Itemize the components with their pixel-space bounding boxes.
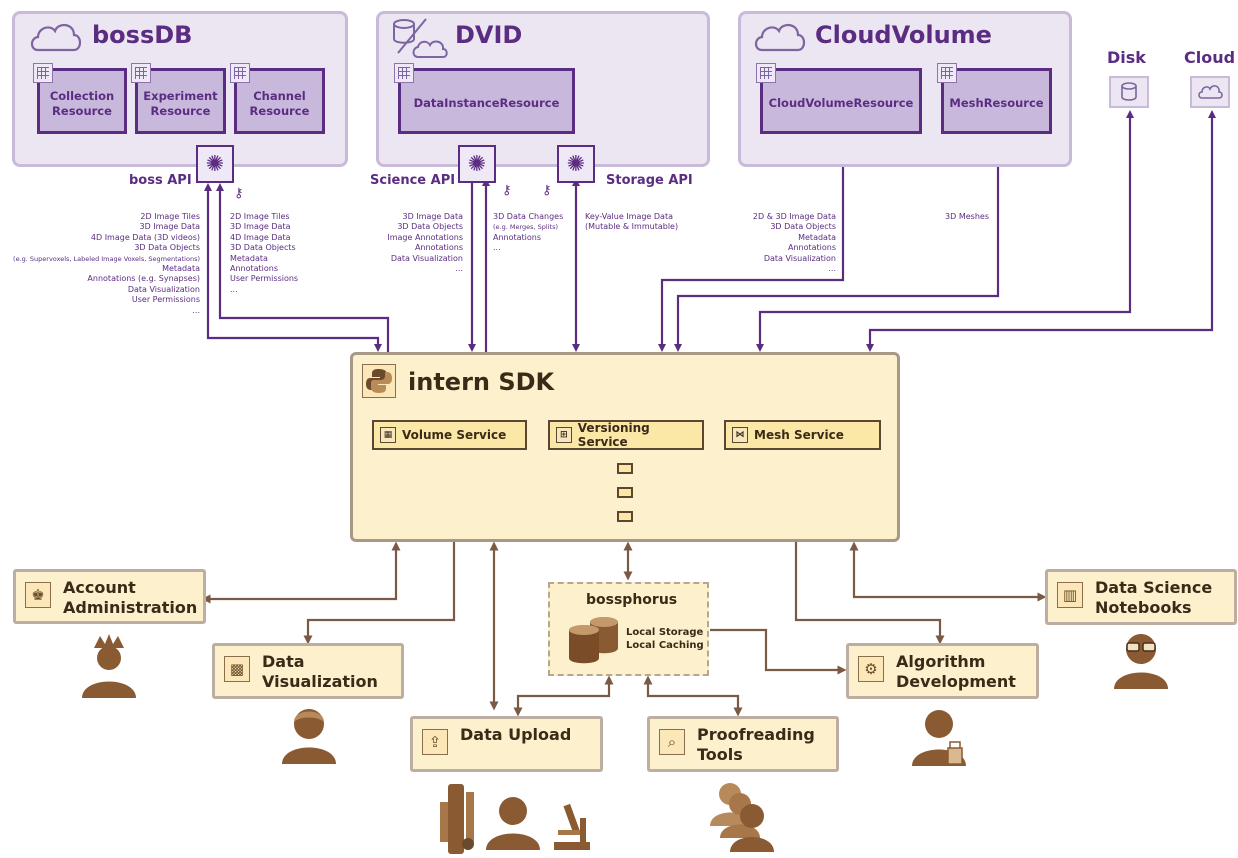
- bossphorus-local-storage: Local Storage: [626, 627, 704, 638]
- database-icon: [1121, 82, 1137, 101]
- mesh-service[interactable]: ⋈ Mesh Service: [724, 420, 881, 450]
- notebooks-line2: Notebooks: [1095, 598, 1192, 617]
- bossphorus-local-caching: Local Caching: [626, 640, 704, 651]
- grid-icon: [33, 63, 53, 83]
- more-services-marker: [617, 511, 633, 522]
- disk-box[interactable]: [1109, 76, 1149, 108]
- mosaic-icon: ▩: [224, 656, 250, 682]
- algorithm-line1: Algorithm: [896, 652, 986, 671]
- grid-icon: [756, 63, 776, 83]
- cloudvolume-title: CloudVolume: [815, 21, 992, 49]
- account-line2: Administration: [63, 598, 198, 617]
- storage-api-hub-icon[interactable]: ✺: [557, 145, 595, 183]
- dvid-title: DVID: [455, 21, 523, 49]
- cloud-icon: [30, 24, 82, 52]
- upload-line1: Data Upload: [460, 725, 572, 744]
- data-upload-box[interactable]: ⇪ Data Upload: [410, 716, 603, 772]
- cloud-icon: [754, 24, 806, 52]
- versioning-service[interactable]: ⊞ Versioning Service: [548, 420, 704, 450]
- mesh-service-label: Mesh Service: [754, 428, 844, 442]
- experiment-resource-line2: Resource: [150, 104, 211, 118]
- dataviz-line2: Visualization: [262, 672, 378, 691]
- versioning-service-label: Versioning Service: [577, 421, 650, 449]
- cloudvolume-resource-label: CloudVolumeResource: [768, 95, 914, 110]
- mesh-resource[interactable]: MeshResource: [941, 68, 1052, 134]
- cloudvolume-resource[interactable]: CloudVolumeResource: [760, 68, 922, 134]
- database-stack-icon: [569, 617, 618, 664]
- microscopy-equipment-icon: [438, 778, 478, 854]
- channel-resource-line1: Channel: [253, 89, 306, 103]
- mesh-icon: ⋈: [732, 427, 748, 443]
- data-instance-resource[interactable]: DataInstanceResource: [398, 68, 575, 134]
- admin-icon: ♚: [25, 582, 51, 608]
- boss-api-hub-icon[interactable]: ✺: [196, 145, 234, 183]
- dvid-changes-list: 3D Data Changes(e.g. Merges, Splits) Ann…: [493, 212, 564, 253]
- account-line1: Account: [63, 578, 136, 597]
- more-services-marker: [617, 487, 633, 498]
- admin-person-icon: [80, 632, 138, 698]
- volume-service-label: Volume Service: [402, 428, 507, 442]
- upload-icon: ⇪: [422, 729, 448, 755]
- algorithm-line2: Development: [896, 672, 1016, 691]
- experiment-resource-line1: Experiment: [143, 89, 218, 103]
- proofreading-group-icon: [706, 780, 780, 852]
- mesh-resource-label: MeshResource: [949, 95, 1044, 110]
- disk-title: Disk: [1107, 48, 1146, 67]
- data-instance-resource-label: DataInstanceResource: [413, 95, 560, 110]
- neuron-icon: [937, 63, 957, 83]
- science-api-hub-icon[interactable]: ✺: [458, 145, 496, 183]
- microscope-icon: [550, 798, 594, 852]
- boss-api-label: boss API: [129, 173, 192, 188]
- database-cloud-icon: [393, 18, 448, 58]
- grid-icon: ▦: [380, 427, 396, 443]
- proofreading-line2: Tools: [697, 745, 743, 764]
- magnifier-icon: ⌕: [659, 729, 685, 755]
- bossdb-title: bossDB: [92, 21, 193, 49]
- cloud-title: Cloud: [1184, 48, 1236, 67]
- versioning-icon: ⊞: [556, 427, 572, 443]
- channel-resource-line2: Resource: [249, 104, 310, 118]
- collection-resource-line2: Resource: [52, 104, 112, 118]
- meshes-list: 3D Meshes: [945, 212, 989, 221]
- science-api-label: Science API: [370, 173, 456, 188]
- volume-service[interactable]: ▦ Volume Service: [372, 420, 527, 450]
- storage-api-list: Key-Value Image Data(Mutable & Immutable…: [585, 212, 679, 232]
- intern-sdk-title: intern SDK: [408, 368, 555, 396]
- python-icon: [362, 364, 396, 398]
- upload-person-icon: [484, 796, 542, 850]
- viz-person-icon: [280, 706, 338, 764]
- key-icon: ⚷: [542, 183, 552, 198]
- chart-icon: ▥: [1057, 582, 1083, 608]
- notebooks-person-icon: [1112, 633, 1170, 689]
- key-icon: ⚷: [234, 186, 244, 201]
- dataviz-line1: Data: [262, 652, 305, 671]
- gear-icon: ⚙: [858, 656, 884, 682]
- more-services-marker: [617, 463, 633, 474]
- key-icon: ⚷: [502, 183, 512, 198]
- cloud-box[interactable]: [1190, 76, 1230, 108]
- cloud-icon: [1198, 85, 1223, 99]
- grid-icon: [230, 63, 250, 83]
- bossphorus-title: bossphorus: [586, 592, 678, 608]
- proofreading-line1: Proofreading: [697, 725, 815, 744]
- notebooks-line1: Data Science: [1095, 578, 1213, 597]
- storage-api-label: Storage API: [606, 173, 693, 188]
- collection-resource-line1: Collection: [49, 89, 115, 103]
- grid-icon: [131, 63, 151, 83]
- algorithm-person-icon: [912, 708, 972, 766]
- grid-icon: [394, 63, 414, 83]
